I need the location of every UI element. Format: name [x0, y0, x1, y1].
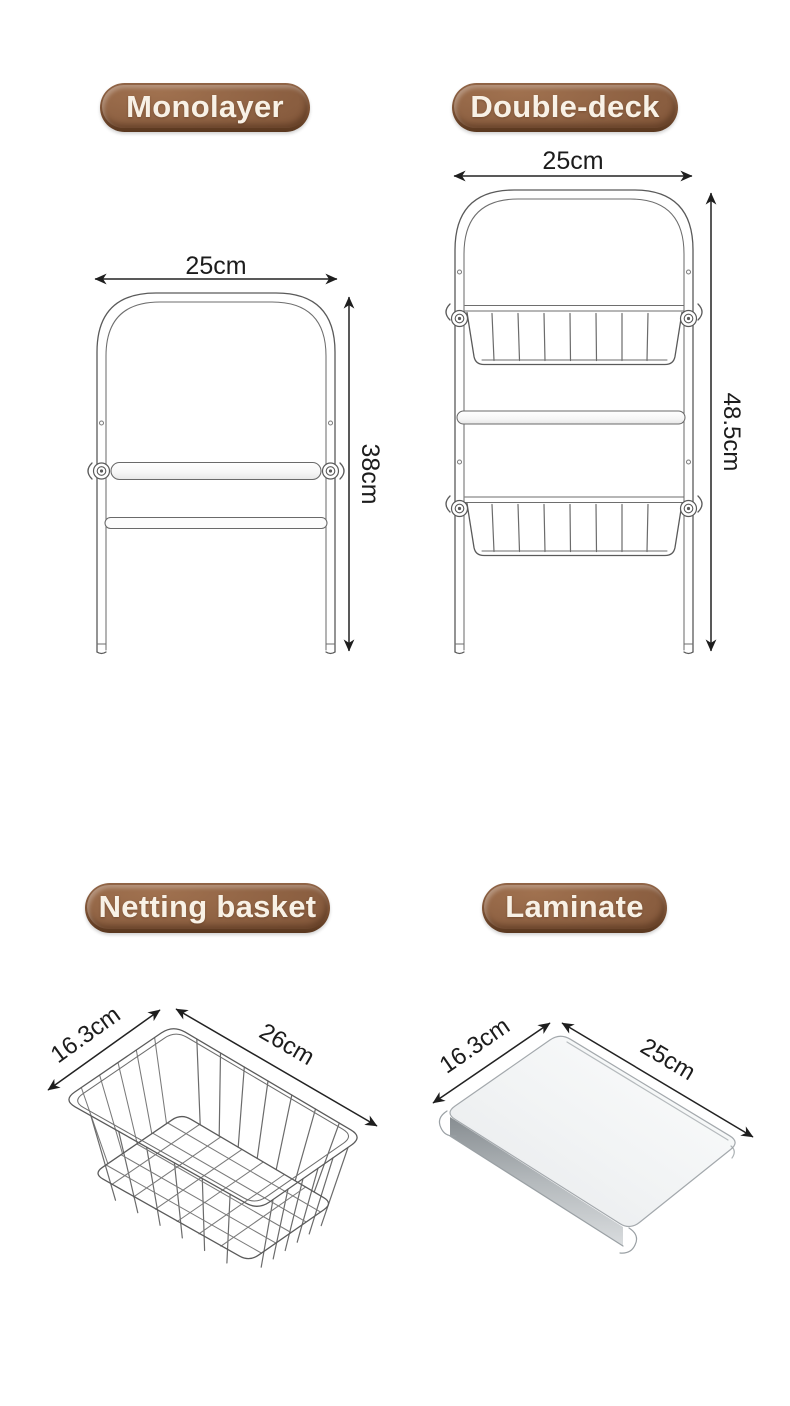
- monolayer-diagram: 25cm 38cm: [87, 252, 384, 655]
- laminate-badge-label: Laminate: [505, 889, 644, 924]
- monolayer-badge-label: Monolayer: [126, 88, 284, 124]
- laminate-left-curl: [438, 1110, 457, 1137]
- netting-basket-width-label: 26cm: [255, 1018, 319, 1071]
- double-deck-upper-rail: [445, 303, 703, 321]
- netting-basket-depth-label: 16.3cm: [46, 1001, 126, 1069]
- monolayer-hinge-bar: [87, 461, 345, 481]
- double-deck-badge: Double-deck: [452, 83, 678, 132]
- netting-basket-badge-face: Netting basket: [87, 885, 328, 929]
- monolayer-badge: Monolayer: [100, 83, 310, 132]
- monolayer-width-label: 25cm: [185, 252, 246, 280]
- double-deck-upper-basket: [466, 311, 683, 366]
- upper-knob-right: [679, 309, 698, 328]
- netting-basket-depth-arrow: [47, 1009, 161, 1091]
- hinge-knob-left: [92, 462, 111, 480]
- double-deck-lower-rail: [445, 495, 703, 513]
- double-deck-diagram: 25cm 48.5cm: [445, 147, 745, 655]
- monolayer-frame: [96, 292, 336, 655]
- laminate-width-arrow: [561, 1022, 754, 1138]
- laminate-right-curl: [619, 1227, 638, 1254]
- double-deck-mid-bar: [456, 410, 686, 425]
- monolayer-height-label: 38cm: [356, 443, 384, 504]
- lower-knob-left: [450, 499, 469, 518]
- double-deck-width-label: 25cm: [542, 147, 603, 175]
- laminate-badge-face: Laminate: [484, 885, 665, 929]
- netting-basket-diagram: 16.3cm 26cm: [46, 1001, 378, 1268]
- netting-basket-badge-label: Netting basket: [98, 889, 317, 924]
- laminate-depth-label: 16.3cm: [435, 1012, 515, 1079]
- laminate-depth-arrow: [432, 1022, 551, 1104]
- laminate-width-label: 25cm: [636, 1033, 700, 1086]
- netting-basket-width-arrow: [175, 1008, 378, 1127]
- double-deck-height-label: 48.5cm: [718, 393, 745, 472]
- double-deck-badge-label: Double-deck: [470, 88, 660, 124]
- hinge-knob-right: [321, 462, 340, 480]
- double-deck-lower-basket: [466, 502, 683, 557]
- monolayer-badge-face: Monolayer: [102, 85, 308, 128]
- monolayer-support-bar: [104, 516, 328, 530]
- netting-basket-floor-grid: [105, 1122, 321, 1254]
- double-deck-badge-face: Double-deck: [454, 85, 676, 128]
- laminate-badge: Laminate: [482, 883, 667, 933]
- double-deck-frame: [454, 189, 694, 655]
- netting-basket-wires: [80, 1036, 349, 1268]
- netting-basket-badge: Netting basket: [85, 883, 330, 933]
- upper-knob-left: [450, 309, 469, 328]
- lower-knob-right: [679, 499, 698, 518]
- laminate-flange: [450, 1117, 623, 1246]
- laminate-diagram: 16.3cm 25cm: [432, 1012, 754, 1254]
